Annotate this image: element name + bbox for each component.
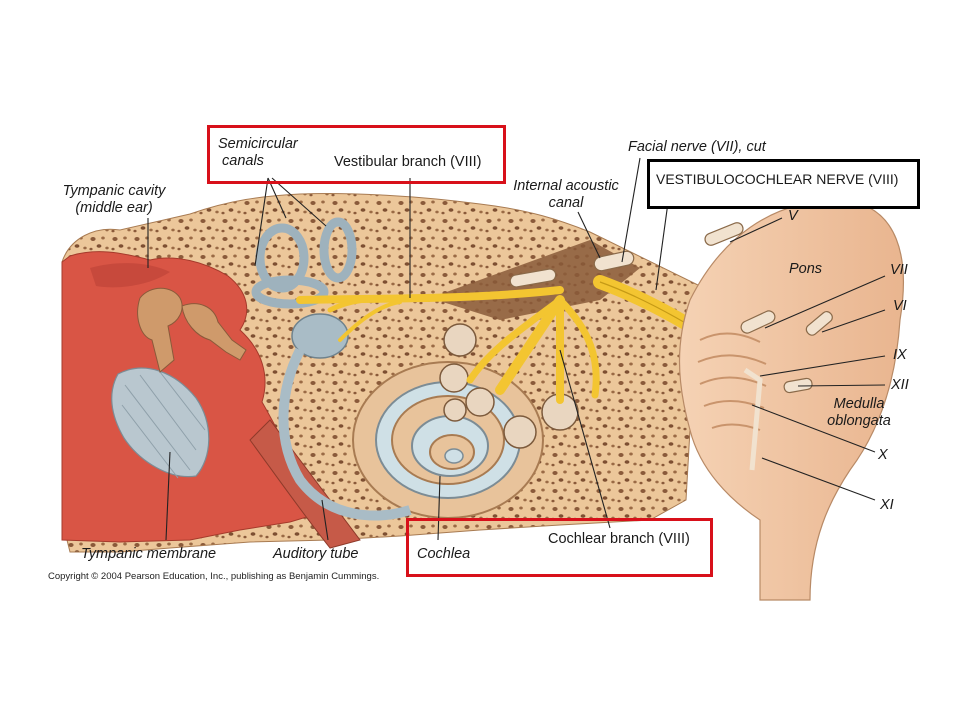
label-cn-xii: XII: [891, 377, 909, 393]
ossicles: [137, 287, 183, 373]
facial-nerve-stub: [509, 250, 635, 288]
highlight-box-cochlear: [406, 518, 713, 577]
label-medulla-line2: oblongata: [827, 413, 891, 429]
label-cochlea: Cochlea: [417, 546, 471, 562]
label-vestibulocochlear-nerve: VESTIBULOCOCHLEAR NERVE (VIII): [656, 171, 899, 187]
label-medulla-oblongata: Medulla oblongata: [818, 396, 900, 430]
label-iac-line1: Internal acoustic: [513, 178, 619, 194]
label-cn-xi: XI: [880, 497, 894, 513]
label-tympanic-cavity-line2: (middle ear): [75, 200, 153, 216]
label-tympanic-cavity: Tympanic cavity (middle ear): [58, 183, 170, 217]
label-tympanic-cavity-line1: Tympanic cavity: [62, 183, 166, 199]
label-pons: Pons: [789, 261, 823, 277]
highlight-box-vestibular: [207, 125, 506, 184]
label-cn-ix: IX: [893, 347, 907, 363]
label-medulla-line1: Medulla: [833, 396, 885, 412]
label-semicircular-line1: Semicircular: [218, 136, 298, 152]
label-auditory-tube: Auditory tube: [273, 546, 359, 562]
label-facial-nerve: Facial nerve (VII), cut: [628, 139, 766, 155]
label-cn-v: V: [788, 208, 798, 224]
label-cn-x: X: [878, 447, 888, 463]
semicircular-canals-shape: [251, 217, 357, 309]
label-cochlear-branch: Cochlear branch (VIII): [548, 531, 690, 547]
vestibule: [291, 313, 349, 359]
label-iac-line2: canal: [548, 195, 584, 211]
label-cn-vii: VII: [890, 262, 908, 278]
label-tympanic-membrane: Tympanic membrane: [81, 546, 217, 562]
leader-lines: [147, 157, 886, 541]
tympanic-membrane-shape: [111, 367, 210, 478]
label-cn-vi: VI: [893, 298, 907, 314]
label-semicircular-line2: canals: [222, 153, 264, 169]
label-semicircular-canals: Semicircular canals: [218, 136, 308, 170]
highlight-box-vestibulocochlear: [647, 159, 920, 209]
label-vestibular-branch: Vestibular branch (VIII): [334, 154, 482, 170]
label-internal-acoustic-canal: Internal acoustic canal: [504, 178, 628, 212]
cochlea-shape: [352, 361, 544, 519]
copyright-notice: Copyright © 2004 Pearson Education, Inc.…: [48, 571, 380, 582]
